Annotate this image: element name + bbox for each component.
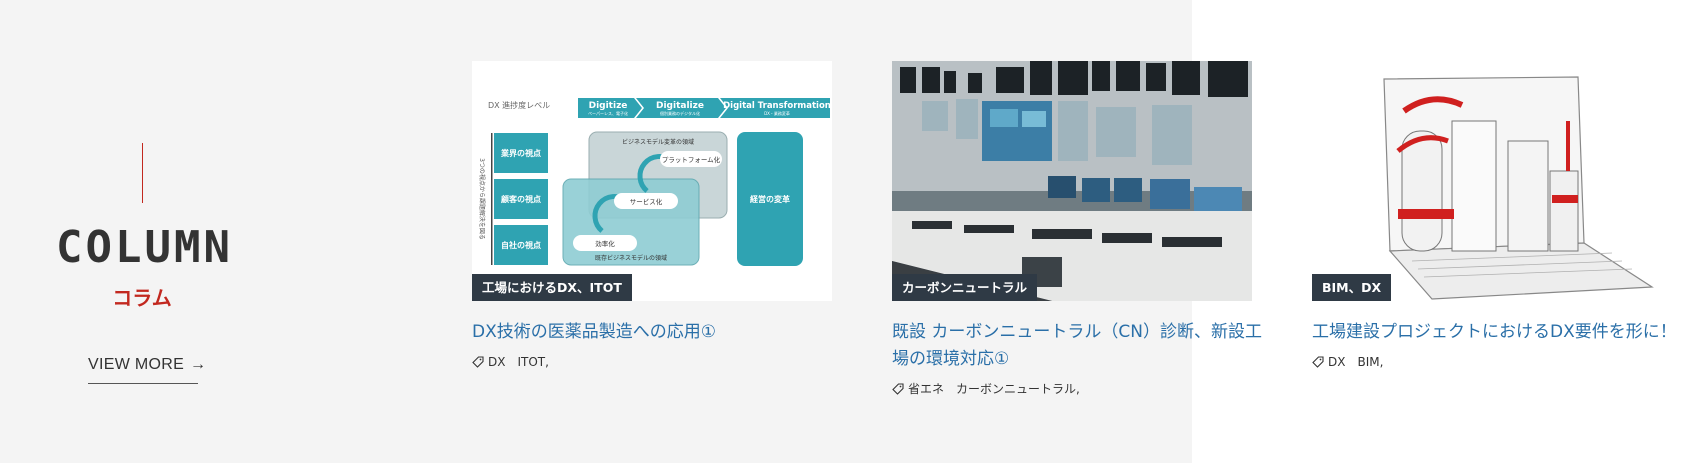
svg-text:DX・業務変革: DX・業務変革 bbox=[764, 110, 790, 116]
svg-text:Digital Transformation: Digital Transformation bbox=[723, 101, 831, 111]
card-title-link[interactable]: DX技術の医薬品製造への応用① bbox=[472, 322, 716, 342]
view-more-link[interactable]: VIEW MORE → bbox=[88, 356, 206, 384]
svg-text:サービス化: サービス化 bbox=[630, 197, 663, 206]
category-badge[interactable]: BIM、DX bbox=[1312, 274, 1392, 301]
svg-text:ビジネスモデル変革の領域: ビジネスモデル変革の領域 bbox=[622, 138, 694, 146]
svg-text:Digitalize: Digitalize bbox=[656, 101, 704, 111]
column-card-3[interactable]: BIM、DX 工場建設プロジェクトにおけるDX要件を形に！ DX BIM, bbox=[1312, 61, 1677, 370]
section-title-ja: コラム bbox=[112, 286, 172, 310]
category-badge[interactable]: 工場におけるDX、ITOT bbox=[472, 274, 632, 301]
category-badge[interactable]: カーボンニュートラル bbox=[892, 274, 1038, 301]
column-card-1[interactable]: DX 進捗度レベル Digitize ペーパーレス、電子化 Digitalize… bbox=[472, 61, 832, 370]
svg-text:効率化: 効率化 bbox=[595, 239, 615, 248]
svg-text:プラットフォーム化: プラットフォーム化 bbox=[662, 155, 721, 164]
svg-text:既存ビジネスモデルの領域: 既存ビジネスモデルの領域 bbox=[595, 254, 667, 262]
dx-level-label: DX 進捗度レベル bbox=[488, 100, 550, 110]
card-tag-list[interactable]: DX ITOT, bbox=[488, 355, 549, 369]
card-title-link[interactable]: 既設 カーボンニュートラル（CN）診断、新設工場の環境対応① bbox=[892, 322, 1262, 369]
card-tag-list[interactable]: 省エネ カーボンニュートラル, bbox=[908, 382, 1080, 396]
control-room-image bbox=[892, 61, 1252, 301]
tag-icon bbox=[892, 382, 904, 395]
card-title-link[interactable]: 工場建設プロジェクトにおけるDX要件を形に！ bbox=[1312, 322, 1677, 342]
svg-text:3つの視点から課題解決を図る: 3つの視点から課題解決を図る bbox=[478, 158, 486, 240]
arrow-right-icon: → bbox=[190, 356, 207, 373]
svg-text:自社の視点: 自社の視点 bbox=[501, 240, 541, 250]
card-tags: 省エネ カーボンニュートラル, bbox=[892, 380, 1252, 397]
card-tags: DX ITOT, bbox=[472, 353, 832, 370]
svg-text:業界の視点: 業界の視点 bbox=[500, 148, 541, 158]
svg-text:個別業務のデジタル化: 個別業務のデジタル化 bbox=[660, 110, 700, 116]
svg-text:ペーパーレス、電子化: ペーパーレス、電子化 bbox=[588, 110, 628, 116]
card-thumbnail[interactable]: BIM、DX bbox=[1312, 61, 1672, 301]
card-thumbnail[interactable]: カーボンニュートラル bbox=[892, 61, 1252, 301]
card-thumbnail[interactable]: DX 進捗度レベル Digitize ペーパーレス、電子化 Digitalize… bbox=[472, 61, 832, 301]
section-title-en: COLUMN bbox=[56, 222, 233, 273]
column-card-2[interactable]: カーボンニュートラル 既設 カーボンニュートラル（CN）診断、新設工場の環境対応… bbox=[892, 61, 1262, 397]
svg-text:顧客の視点: 顧客の視点 bbox=[501, 194, 541, 204]
svg-text:Digitize: Digitize bbox=[589, 101, 628, 111]
view-more-label: VIEW MORE bbox=[88, 356, 185, 373]
tag-icon bbox=[1312, 355, 1324, 368]
card-tags: DX BIM, bbox=[1312, 353, 1672, 370]
tag-icon bbox=[472, 355, 484, 368]
svg-text:経営の変革: 経営の変革 bbox=[750, 194, 790, 204]
card-tag-list[interactable]: DX BIM, bbox=[1328, 355, 1384, 369]
bim-laptop-image bbox=[1383, 76, 1654, 300]
heading-accent-line bbox=[142, 143, 143, 203]
dx-diagram-image: DX 進捗度レベル Digitize ペーパーレス、電子化 Digitalize… bbox=[478, 98, 831, 266]
